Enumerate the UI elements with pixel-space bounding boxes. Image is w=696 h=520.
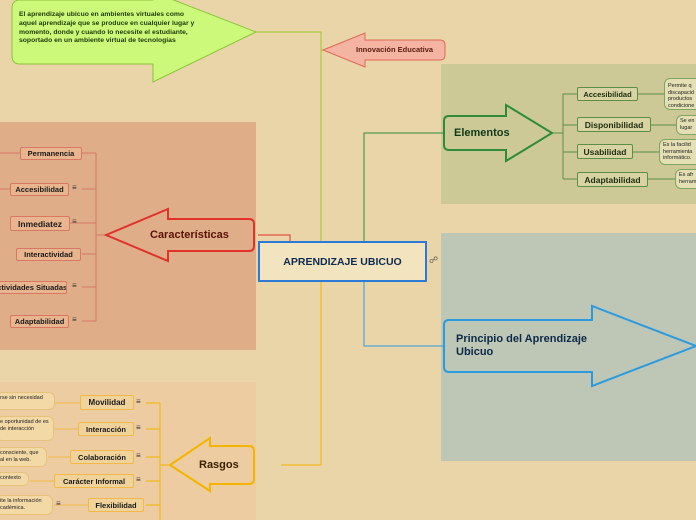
elemento-note-adaptabilidad: Es afr herram: [675, 169, 696, 189]
notes-icon[interactable]: ≡: [72, 217, 77, 226]
rasgo-caracter-informal[interactable]: Carácter Informal: [54, 474, 134, 488]
caracteristica-adaptabilidad[interactable]: Adaptabilidad: [10, 315, 69, 328]
principio-title[interactable]: Principio del Aprendizaje Ubicuo: [456, 333, 588, 359]
central-label: APRENDIZAJE UBICUO: [283, 255, 402, 268]
elemento-adaptabilidad[interactable]: Adaptabilidad: [577, 172, 648, 187]
rasgo-flexibilidad[interactable]: Flexibilidad: [88, 498, 144, 512]
caracteristica-interactividad[interactable]: Interactividad: [16, 248, 81, 261]
rasgo-note-colaboracion: consciente, que al en la web.: [0, 447, 47, 467]
caracteristica-permanencia[interactable]: Permanencia: [20, 147, 82, 160]
notes-icon[interactable]: ≡: [72, 281, 77, 290]
elemento-note-usabilidad: Es la facilid herramienta informático.: [659, 139, 696, 165]
central-node[interactable]: APRENDIZAJE UBICUO: [258, 241, 427, 282]
notes-icon[interactable]: ≡: [136, 423, 141, 432]
rasgo-colaboracion[interactable]: Colaboración: [70, 450, 134, 464]
notes-icon[interactable]: ≡: [72, 315, 77, 324]
elemento-accesibilidad[interactable]: Accesibilidad: [577, 87, 638, 101]
caracteristica-actividades-situadas[interactable]: Actividades Situadas: [0, 281, 67, 294]
definition-text: El aprendizaje ubicuo en ambientes virtu…: [19, 11, 195, 45]
notes-icon[interactable]: ≡: [136, 397, 141, 406]
elemento-note-disponibilidad: Se en lugar: [676, 115, 696, 135]
caracteristica-inmediatez[interactable]: Inmediatez: [10, 216, 70, 231]
caracteristica-accesibilidad[interactable]: Accesibilidad: [10, 183, 69, 196]
rasgo-note-interaccion: e oportunidad de es de interacción: [0, 416, 54, 441]
elemento-usabilidad[interactable]: Usabilidad: [577, 144, 633, 159]
rasgo-interaccion[interactable]: Interacción: [78, 422, 134, 436]
elementos-title[interactable]: Elementos: [454, 127, 510, 139]
elemento-note-accesibilidad: Permite q discapacid productos condicion…: [664, 78, 696, 110]
notes-icon[interactable]: ≡: [72, 183, 77, 192]
rasgos-title[interactable]: Rasgos: [199, 459, 239, 471]
rasgo-movilidad[interactable]: Movilidad: [80, 395, 134, 410]
link-icon[interactable]: ☍: [429, 255, 439, 265]
caracteristicas-title[interactable]: Características: [150, 229, 229, 241]
elemento-disponibilidad[interactable]: Disponibilidad: [577, 117, 651, 132]
rasgo-note-movilidad: rse sin necesidad: [0, 392, 55, 410]
rasgo-note-caracter-informal: contexto: [0, 472, 29, 486]
innovation-label[interactable]: Innovación Educativa: [356, 45, 434, 54]
notes-icon[interactable]: ≡: [56, 499, 61, 508]
rasgo-note-flexibilidad: ite la información cadémica.: [0, 495, 53, 515]
notes-icon[interactable]: ≡: [136, 475, 141, 484]
notes-icon[interactable]: ≡: [136, 451, 141, 460]
